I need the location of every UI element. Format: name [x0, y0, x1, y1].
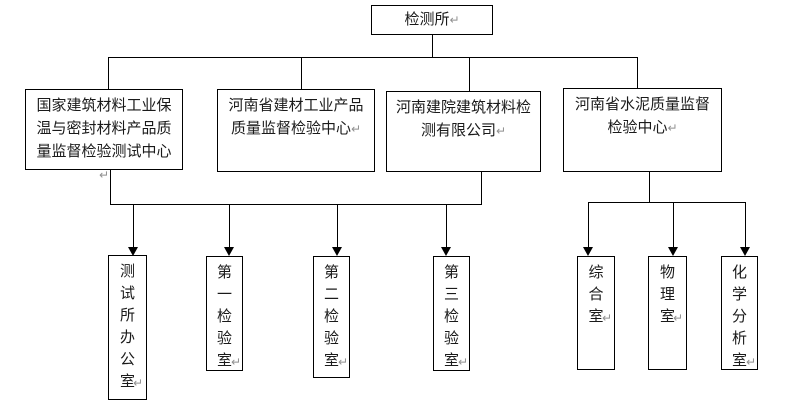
arrow-down-icon — [332, 247, 342, 256]
connector-top-rail — [108, 57, 638, 58]
root-box: 检测所↵ — [371, 5, 493, 35]
office-box-2: 第一检验室 ↵ — [206, 256, 243, 371]
arrow-down-icon — [441, 247, 451, 256]
arrow-down-icon — [128, 247, 138, 256]
paragraph-mark: ↵ — [231, 355, 242, 369]
paragraph-mark: ↵ — [350, 122, 362, 136]
branch-box-4: 河南省水泥质量监督检验中心↵ — [563, 88, 722, 172]
office-box-3: 第二检验室 ↵ — [313, 256, 350, 378]
branch-box-1: 国家建筑材料工业保温与密封材料产品质量监督检验测试中心↵ — [25, 89, 183, 182]
office-label-3: 第二检验室 — [323, 265, 339, 369]
connector-arrow-office-5 — [588, 202, 589, 247]
connector-arrow-office-1 — [133, 204, 134, 247]
connector-branch1-stem — [110, 170, 111, 204]
root-label: 检测所 — [404, 11, 450, 28]
office-label-2: 第一检验室 — [216, 265, 232, 369]
office-label-7: 化学分析室 — [731, 265, 747, 369]
arrow-down-icon — [740, 247, 750, 256]
connector-drop-branch-1 — [108, 57, 109, 89]
paragraph-mark: ↵ — [449, 12, 460, 27]
office-label-1: 测试所办公室 — [119, 264, 135, 390]
connector-right-rail — [588, 202, 746, 203]
paragraph-mark: ↵ — [495, 124, 507, 138]
paragraph-mark: ↵ — [133, 376, 144, 390]
connector-drop-branch-4 — [637, 57, 638, 88]
connector-arrow-office-3 — [337, 204, 338, 247]
connector-arrow-office-4 — [446, 204, 447, 247]
connector-arrow-office-7 — [745, 202, 746, 247]
connector-drop-branch-3 — [469, 57, 470, 91]
branch-label-3: 河南建院建筑材料检测有限公司↵ — [395, 100, 531, 139]
arrow-down-icon — [224, 247, 234, 256]
connector-root-stem — [432, 35, 433, 57]
paragraph-mark: ↵ — [458, 355, 469, 369]
branch-label-2: 河南省建材工业产品质量监督检验中心↵ — [228, 98, 364, 137]
branch-label-4: 河南省水泥质量监督检验中心↵ — [574, 97, 710, 136]
paragraph-mark: ↵ — [673, 311, 684, 325]
paragraph-mark: ↵ — [338, 355, 349, 369]
paragraph-mark: ↵ — [746, 355, 757, 369]
office-box-1: 测试所办公室 ↵ — [108, 255, 147, 400]
arrow-down-icon — [583, 247, 593, 256]
office-box-6: 物理室 ↵ — [648, 256, 687, 370]
connector-branch4-stem — [649, 172, 650, 202]
branch-box-3: 河南建院建筑材料检测有限公司↵ — [386, 91, 541, 172]
connector-arrow-office-6 — [673, 202, 674, 247]
paragraph-mark: ↵ — [602, 311, 613, 325]
branch-box-2: 河南省建材工业产品质量监督检验中心↵ — [217, 89, 375, 172]
office-label-5: 综合室 — [588, 265, 604, 325]
paragraph-mark: ↵ — [667, 121, 678, 135]
connector-left-rail — [110, 204, 482, 205]
connector-branch3-stem — [481, 172, 482, 204]
office-label-4: 第三检验室 — [443, 265, 459, 369]
branch-label-1: 国家建筑材料工业保温与密封材料产品质量监督检验测试中心↵ — [36, 98, 172, 182]
office-label-6: 物理室 — [659, 265, 675, 325]
connector-arrow-office-2 — [229, 204, 230, 247]
office-box-7: 化学分析室 ↵ — [721, 256, 758, 370]
connector-drop-branch-2 — [301, 57, 302, 89]
office-box-4: 第三检验室 ↵ — [433, 256, 470, 371]
arrow-down-icon — [668, 247, 678, 256]
office-box-5: 综合室 ↵ — [577, 256, 615, 370]
paragraph-mark: ↵ — [98, 168, 110, 182]
